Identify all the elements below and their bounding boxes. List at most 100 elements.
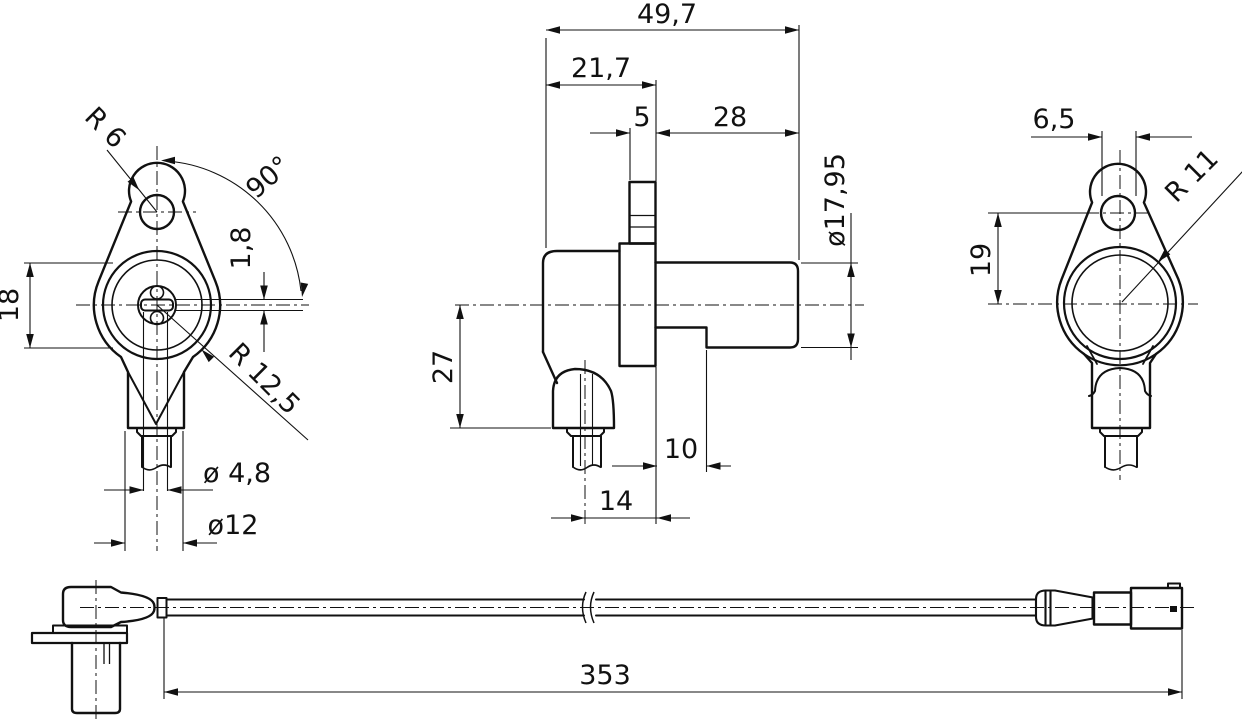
arrowhead bbox=[847, 263, 855, 277]
dim-slot-1-8: 1,8 bbox=[176, 227, 303, 352]
arrowhead bbox=[785, 129, 799, 137]
arrowhead bbox=[706, 462, 721, 470]
front-circle-inner bbox=[111, 259, 203, 351]
arrowhead bbox=[260, 310, 268, 325]
arrowhead bbox=[546, 26, 560, 34]
full-length-view: 353 bbox=[30, 580, 1196, 719]
dim-offset-19: 19 bbox=[966, 212, 1085, 304]
dim-label-49-7: 49,7 bbox=[637, 0, 697, 30]
arrowhead bbox=[1136, 133, 1150, 141]
rear-taper-lines bbox=[1086, 345, 1154, 365]
arrowhead bbox=[183, 539, 197, 547]
bottom-flange-plate bbox=[30, 631, 129, 645]
dim-body-21-7: 21,7 bbox=[546, 53, 656, 89]
side-extension-lines bbox=[545, 25, 800, 524]
side-body-outline bbox=[541, 249, 621, 354]
front-stem-break bbox=[141, 464, 172, 471]
dim-label-18: 18 bbox=[0, 288, 25, 322]
arrowhead bbox=[571, 514, 585, 522]
dim-radius-r12-5: R 12,5 bbox=[156, 304, 309, 441]
side-lug-hole-lines bbox=[629, 214, 656, 228]
dim-angle-90: 90° bbox=[161, 150, 309, 298]
rear-view: 6,5 19 R 11 bbox=[966, 104, 1242, 480]
dim-label-4-8: ø 4,8 bbox=[203, 458, 271, 489]
dim-dia-17-95: ø17,95 bbox=[801, 153, 858, 360]
side-lug bbox=[628, 180, 657, 245]
dim-hole-6-5: 6,5 bbox=[1031, 104, 1192, 196]
front-taper-v bbox=[127, 371, 185, 425]
leader-line bbox=[156, 304, 309, 441]
dim-label-1-8: 1,8 bbox=[226, 227, 257, 270]
dim-label-353: 353 bbox=[579, 660, 631, 691]
bottom-connector-tab bbox=[1167, 582, 1181, 589]
bottom-cable-left bbox=[165, 598, 585, 617]
bottom-barrel bbox=[70, 641, 122, 715]
dim-label-10: 10 bbox=[664, 434, 698, 465]
arrowhead bbox=[1168, 688, 1182, 696]
rear-mounting-hole bbox=[1099, 194, 1137, 232]
arrowhead bbox=[260, 285, 268, 300]
dim-dia-12: ø12 bbox=[94, 431, 258, 551]
dim-lug-5: 5 bbox=[590, 102, 651, 137]
dim-label-17-95: ø17,95 bbox=[820, 153, 851, 247]
dim-dia-4-8: ø 4,8 bbox=[104, 458, 271, 494]
side-barrel-outline bbox=[654, 261, 800, 349]
dim-label-27: 27 bbox=[428, 350, 459, 384]
arrowhead bbox=[456, 305, 464, 319]
dim-label-19: 19 bbox=[966, 243, 997, 277]
dim-lines bbox=[24, 262, 113, 349]
arrowhead bbox=[26, 263, 34, 277]
rear-circle-inner bbox=[1071, 254, 1169, 352]
dim-label-14: 14 bbox=[599, 486, 633, 517]
dim-label-5: 5 bbox=[633, 102, 650, 133]
leader-line bbox=[1121, 171, 1242, 303]
dim-label-r6: R 6 bbox=[78, 101, 131, 154]
dim-offset-14: 14 bbox=[551, 486, 690, 522]
dim-label-21-7: 21,7 bbox=[571, 53, 631, 84]
bottom-body-outline bbox=[61, 585, 156, 629]
bottom-cable-collar bbox=[156, 597, 168, 619]
dim-total-49-7: 49,7 bbox=[546, 0, 799, 34]
bottom-connector-terminal bbox=[1170, 606, 1177, 612]
dim-lines bbox=[163, 618, 1183, 699]
arrowhead bbox=[164, 688, 178, 696]
dim-lines bbox=[94, 431, 217, 551]
arrowhead bbox=[616, 129, 630, 137]
arrowhead bbox=[456, 414, 464, 428]
bottom-connector-sleeve bbox=[1092, 591, 1133, 626]
dim-label-12: ø12 bbox=[208, 510, 259, 541]
side-boot bbox=[551, 367, 616, 430]
bottom-cable-break bbox=[581, 591, 595, 624]
arrowhead bbox=[785, 26, 799, 34]
front-body-outline bbox=[92, 161, 222, 430]
arrowhead bbox=[111, 539, 125, 547]
dim-lines bbox=[988, 212, 1085, 304]
angle-arc bbox=[166, 160, 302, 292]
dim-lines bbox=[176, 272, 303, 352]
bottom-grommet bbox=[1034, 589, 1095, 627]
dim-label-r11: R 11 bbox=[1159, 143, 1225, 209]
front-cable-lines bbox=[142, 312, 169, 491]
arrowhead bbox=[657, 514, 671, 522]
dim-length-353: 353 bbox=[163, 618, 1183, 699]
rear-stem-break bbox=[1104, 464, 1138, 471]
dim-height-27: 27 bbox=[428, 305, 551, 429]
side-cable-lines bbox=[579, 374, 594, 466]
arrowhead bbox=[994, 290, 1002, 304]
side-body-taper bbox=[541, 350, 559, 385]
arrowhead bbox=[656, 129, 670, 137]
front-slot bbox=[140, 298, 174, 312]
dim-recess-10: 10 bbox=[612, 434, 731, 470]
arrowhead bbox=[167, 486, 182, 494]
side-stem-break bbox=[572, 464, 602, 471]
front-circle-outer bbox=[101, 249, 213, 361]
arrowhead bbox=[643, 462, 657, 470]
front-mounting-hole bbox=[138, 193, 176, 231]
dim-height-18: 18 bbox=[0, 262, 113, 349]
dim-radius-r6: R 6 bbox=[78, 101, 158, 213]
dim-lines bbox=[450, 305, 551, 429]
arrowhead bbox=[994, 213, 1002, 227]
front-view: 18 1,8 90° R 6 R 12,5 bbox=[0, 101, 309, 551]
